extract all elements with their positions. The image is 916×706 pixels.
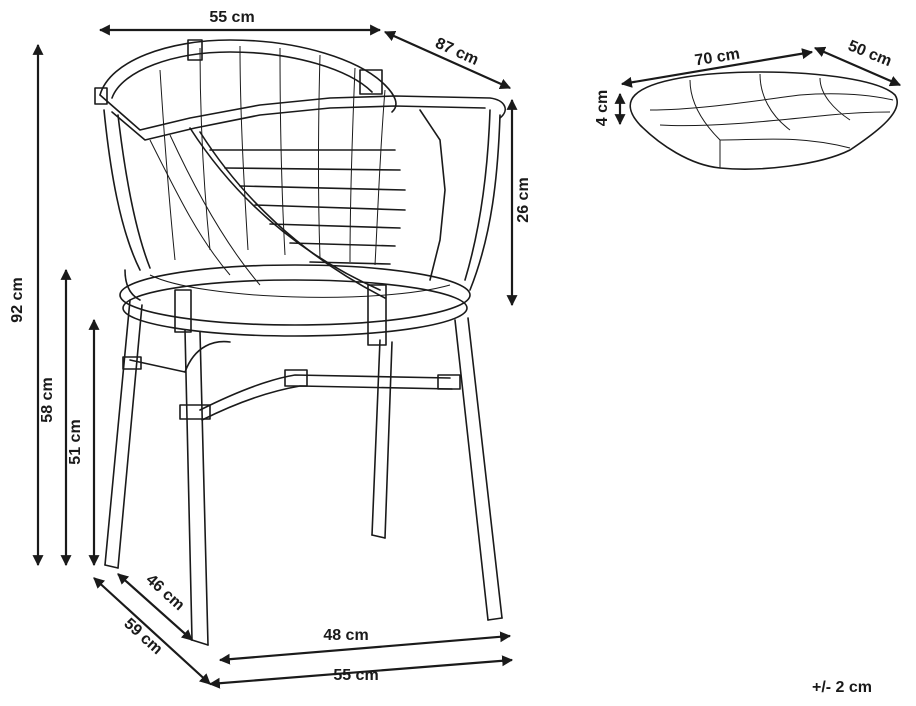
dim-backrest-height: 26 cm: [515, 177, 532, 222]
dim-chair-top-width: 55 cm: [209, 9, 254, 26]
dim-seat-height: 51 cm: [67, 419, 84, 464]
chair-drawing: [94, 39, 506, 646]
dim-seat-width: 48 cm: [323, 627, 368, 644]
dim-chair-bottom-width: 55 cm: [333, 667, 378, 684]
cushion-drawing: [629, 71, 898, 170]
dim-chair-height-total: 92 cm: [9, 277, 26, 322]
dim-armrest-height: 58 cm: [39, 377, 56, 422]
tolerance-note: +/- 2 cm: [812, 679, 872, 696]
dim-cushion-thickness: 4 cm: [594, 90, 611, 126]
dim-seat-depth: 46 cm: [142, 571, 187, 614]
dim-cushion-width: 70 cm: [694, 46, 741, 70]
